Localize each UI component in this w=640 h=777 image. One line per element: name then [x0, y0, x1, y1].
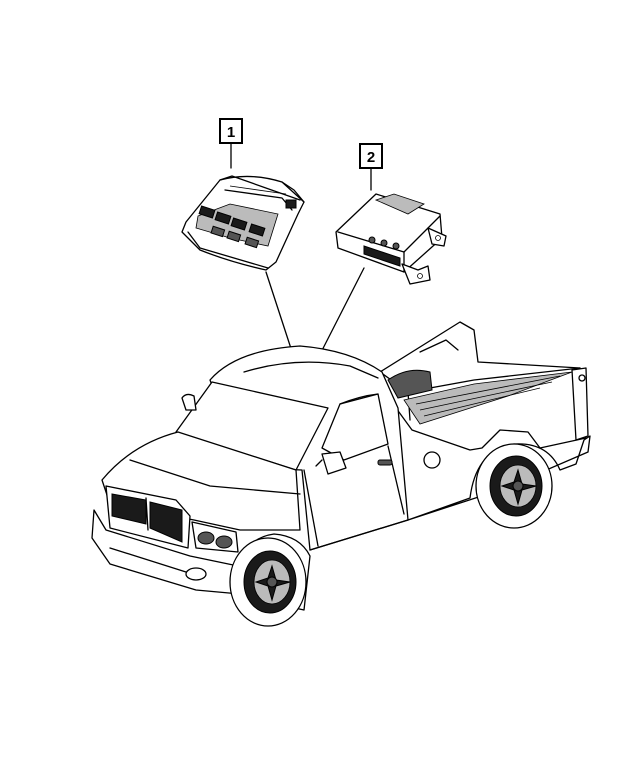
callout-2: 2 [359, 143, 383, 191]
pickup-truck-icon [91, 321, 591, 627]
callout-1: 1 [219, 118, 243, 169]
control-module-icon [335, 193, 447, 285]
callout-2-number: 2 [367, 149, 375, 166]
rear-wheel [475, 443, 553, 529]
callout-1-number: 1 [227, 124, 235, 141]
front-wheel [229, 537, 307, 627]
overhead-console-icon [181, 175, 305, 271]
